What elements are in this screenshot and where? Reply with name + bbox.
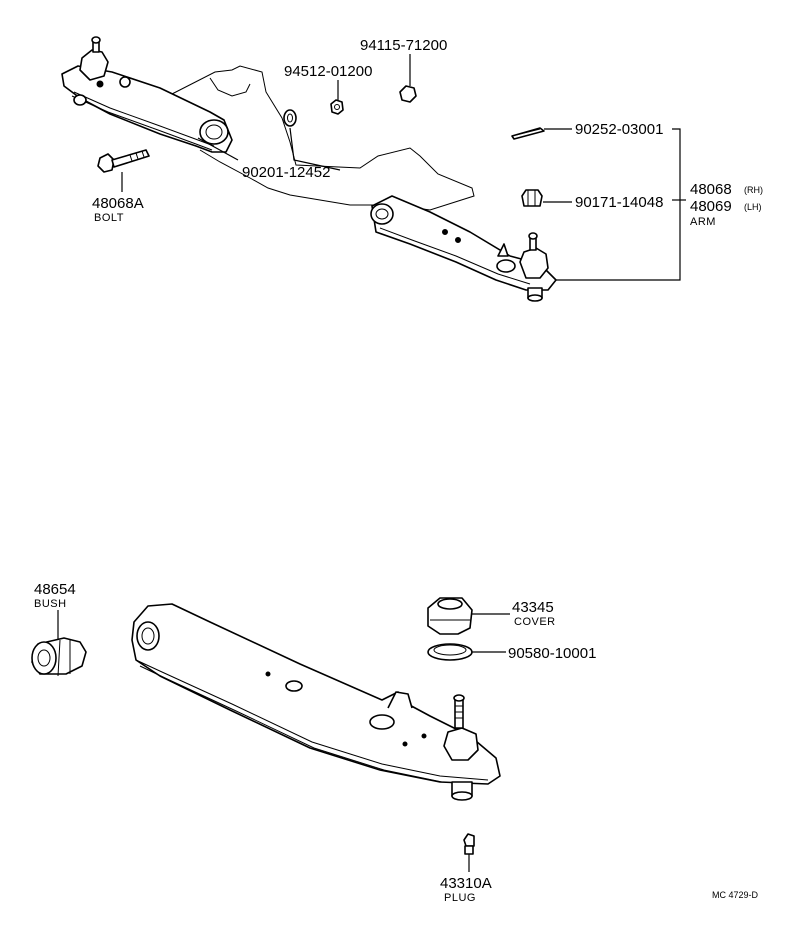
castle-nut-90171 (521, 189, 543, 207)
label-arm-name: ARM (690, 216, 716, 228)
upper-leader-lines (121, 54, 686, 281)
bolt-48068A (97, 149, 150, 173)
label-arm-rh: 48068 (690, 181, 732, 198)
label-nut-94512: 94512-01200 (284, 63, 372, 80)
cover-43345 (427, 597, 473, 635)
figure-code: MC 4729-D (712, 890, 759, 900)
label-arm-rh-side: (RH) (744, 185, 763, 195)
label-cotter-pin: 90252-03001 (575, 121, 663, 138)
label-bush-part: 48654 (34, 581, 76, 598)
upper-assembly-illustration (61, 36, 557, 302)
nut-94115 (399, 85, 417, 103)
bush-48654 (31, 637, 87, 677)
ring-90580 (427, 643, 473, 661)
nut-94512 (330, 99, 344, 115)
label-bush-name: BUSH (34, 598, 67, 610)
label-arm-lh: 48069 (690, 198, 732, 215)
cotter-pin-90252 (511, 127, 545, 140)
label-cover-part: 43345 (512, 599, 554, 616)
label-nut-94115: 94115-71200 (360, 37, 447, 54)
label-arm-lh-side: (LH) (744, 202, 762, 212)
label-bolt-name: BOLT (94, 212, 124, 224)
label-cover-name: COVER (514, 616, 556, 628)
plug-43310A (463, 833, 475, 855)
label-plug-name: PLUG (444, 892, 476, 904)
label-plug-part: 43310A (440, 875, 492, 892)
label-nut-90171: 90171-14048 (575, 194, 663, 211)
washer-90201 (283, 109, 297, 127)
label-bolt-part: 48068A (92, 195, 144, 212)
label-nut-90201: 90201-12452 (242, 164, 330, 181)
label-ring-part: 90580-10001 (508, 645, 596, 662)
lower-arm (131, 603, 501, 801)
